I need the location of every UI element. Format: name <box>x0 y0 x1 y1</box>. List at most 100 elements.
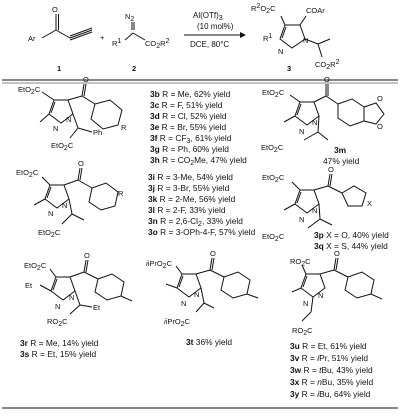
entry-3x: 3x R = nBu, 35% yield <box>290 377 373 387</box>
compound-3m-ester-top: EtO2C <box>262 88 285 99</box>
group-b-entries: 3i R = 3-Me, 54% yield 3j R = 3-Br, 55% … <box>148 172 256 237</box>
entry-3f: 3f R = CF3, 61% yield <box>150 133 232 145</box>
compound-3t-ipr-bot: iiPrO2C <box>164 317 191 328</box>
group-e-entries: 3u R = Et, 61% yield 3v R = iPr, 51% yie… <box>290 341 373 399</box>
group-e-n2: N <box>303 299 308 308</box>
entry-3g: 3g R = Ph, 60% yield <box>150 144 229 154</box>
group-a-n1: N <box>66 115 71 124</box>
group-a-entries: 3b R = Me, 62% yield 3c R = F, 51% yield… <box>150 89 247 167</box>
reaction-arrow-head <box>240 32 246 38</box>
group-a-ph: Ph <box>93 128 102 137</box>
conditions: DCE, 80°C <box>190 40 229 49</box>
group-e-ro2c-top: RO2C <box>290 257 311 268</box>
product-r2o2c: R2O2C <box>251 3 276 15</box>
group-c-n1: N <box>312 206 317 215</box>
group-c-ester-top: EtO2C <box>262 173 285 184</box>
entry-3n: 3n R = 2,6-Cl2, 33% yield <box>148 216 243 228</box>
entry-3y: 3y R = iBu, 64% yield <box>290 389 371 399</box>
group-b: EtO2C O R N N EtO2C 3i R = 3-Me, 54% yie… <box>16 159 256 239</box>
group-b-ester-top: EtO2C <box>16 168 39 179</box>
group-c: EtO2C O X N N EtO2C 3p X = O, 40% yield … <box>262 165 389 251</box>
compound-3m-structure <box>283 84 385 141</box>
group-a: EtO2C O N N R Ph EtO2C 3b R = Me, 62% yi… <box>18 75 247 167</box>
product-3-structure <box>279 15 331 58</box>
reagent-2-r1: R1 <box>112 38 121 48</box>
entry-3h: 3h R = CO2Me, 47% yield <box>150 155 247 167</box>
group-e: RO2C O N N RO2C 3u R = Et, 61% yield 3v … <box>290 249 383 399</box>
entry-3c: 3c R = F, 51% yield <box>150 100 223 110</box>
group-a-oxygen: O <box>83 75 89 84</box>
catalyst-loading: (10 mol%) <box>197 22 234 31</box>
entry-3v: 3v R = iPr, 51% yield <box>290 353 368 363</box>
reagent-1-ar: Ar <box>28 34 36 43</box>
group-e-ro2c-bot: RO2C <box>292 326 313 337</box>
entry-3l: 3l R = 2-F, 33% yield <box>148 205 226 215</box>
entry-3d: 3d R = Cl, 52% yield <box>150 111 227 121</box>
entry-3q: 3q X = S, 44% yield <box>314 241 388 251</box>
compound-3t-caption: 3t 36% yield <box>186 337 232 347</box>
group-e-structure <box>291 257 383 322</box>
compound-3t-n1: N <box>194 290 199 299</box>
entry-3j: 3j R = 3-Br, 55% yield <box>148 183 230 193</box>
entry-3r: 3r R = Me, 14% yield <box>20 338 99 348</box>
group-d-et2: Et <box>93 303 101 312</box>
reaction-scheme: Ar O 1 + N2 R1 CO2R2 2 Al(OTf)3 (10 mol%… <box>28 3 340 73</box>
entry-3e: 3e R = Br, 55% yield <box>150 122 226 132</box>
compound-3m-ketone-o: O <box>324 75 330 84</box>
compound-3m-o2: O <box>377 122 383 131</box>
group-a-ester-top: EtO2C <box>18 85 41 96</box>
entry-3b: 3b R = Me, 62% yield <box>150 89 231 99</box>
group-d-ketone-o: O <box>84 251 90 260</box>
reagent-1-structure <box>41 14 93 41</box>
catalyst: Al(OTf)3 <box>193 11 223 22</box>
group-b-n1: N <box>62 201 67 210</box>
group-d-ro2c: RO2C <box>47 317 68 328</box>
plus-sign: + <box>100 33 105 42</box>
group-a-r: R <box>121 123 127 132</box>
product-n1: N <box>278 47 283 56</box>
group-c-x: X <box>367 199 372 208</box>
compound-3m-yield: 47% yield <box>323 156 360 166</box>
group-d-n2: N <box>55 302 60 311</box>
compound-3m-o1: O <box>377 94 383 103</box>
group-e-ketone-o: O <box>334 249 340 258</box>
entry-3s: 3s R = Et, 15% yield <box>20 349 96 359</box>
group-d-et: Et <box>25 281 33 290</box>
entry-3p: 3p X = O, 40% yield <box>314 230 389 240</box>
group-b-n2: N <box>48 209 53 218</box>
group-a-n2: N <box>53 124 58 133</box>
group-d-structure <box>39 259 133 315</box>
entry-3w: 3w R = tBu, 43% yield <box>290 365 373 375</box>
entry-3o: 3o R = 3-OPh-4-F, 57% yield <box>148 227 256 237</box>
compound-3t-n2: N <box>181 299 186 308</box>
compound-3m-label: 3m <box>334 145 346 155</box>
product-n2: N <box>303 36 308 45</box>
reagent-1-oxygen: O <box>52 5 58 14</box>
group-b-structure <box>33 167 119 225</box>
group-c-structure <box>283 173 367 229</box>
reagent-2-structure <box>124 22 146 41</box>
reagent-2-ester: CO2R2 <box>145 38 170 50</box>
entry-3k: 3k R = 2-Me, 56% yield <box>148 194 236 204</box>
group-c-n2: N <box>299 215 304 224</box>
compound-3m-n2: N <box>299 127 304 136</box>
compound-3t-structure <box>165 257 259 313</box>
group-a-ester-bot: EtO2C <box>51 141 74 152</box>
entry-3i: 3i R = 3-Me, 54% yield <box>148 172 233 182</box>
product-co2r2: CO2R2 <box>315 59 340 71</box>
compound-3t: iiPrO2C O N N iiPrO2C 3t 36% yield <box>146 249 259 347</box>
compound-3m-ester-bot: EtO2C <box>261 143 284 154</box>
reagent-2-label: 2 <box>132 64 136 73</box>
reagent-1-label: 1 <box>57 64 61 73</box>
group-b-ester-bot: EtO2C <box>38 228 61 239</box>
group-b-ketone-o: O <box>78 159 84 168</box>
reagent-2-n2: N2 <box>125 12 134 23</box>
product-label: 3 <box>287 64 291 73</box>
compound-3m-n1: N <box>312 118 317 127</box>
group-c-ketone-o: O <box>328 165 334 174</box>
group-d: EtO2C O Et N N Et RO2C 3r R = Me, 14% yi… <box>20 251 133 359</box>
group-d-ester-top: EtO2C <box>24 261 47 272</box>
group-c-ester-bot: EtO2C <box>262 232 285 243</box>
compound-3t-ketone-o: O <box>210 249 216 258</box>
